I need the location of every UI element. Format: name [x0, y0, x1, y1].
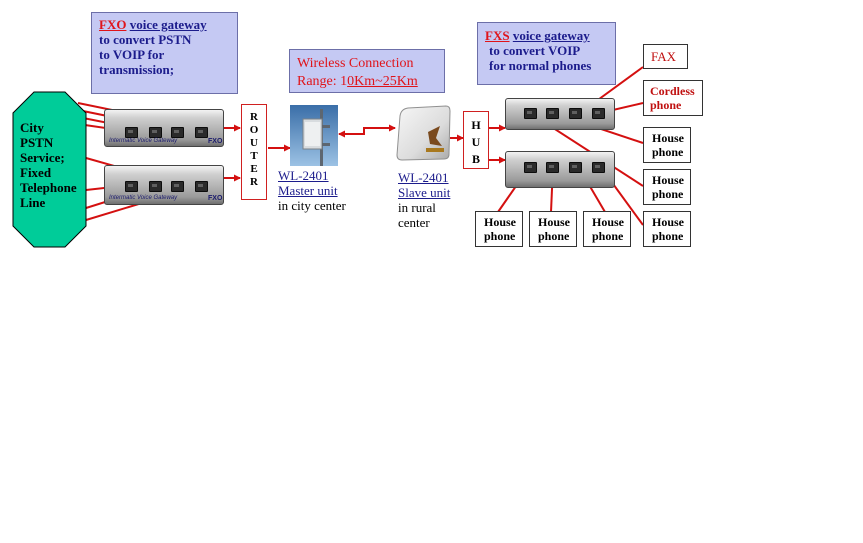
wireless-range-prefix: Range: 1 [297, 74, 348, 89]
wireless-range-value: 0Km~25Km [347, 74, 418, 89]
pstn-label-line: Telephone [20, 180, 77, 195]
house-phone-label: phone [538, 229, 570, 243]
slave-unit-location: in rural [398, 200, 436, 215]
house-phone-endpoint: House phone [643, 211, 691, 247]
fxo-gateway-device: Intermatic Voice Gateway FXO [104, 165, 224, 205]
phone-port [569, 108, 582, 119]
router-letter: E [250, 163, 258, 175]
wireless-range: Range: 10Km~25Km [297, 73, 444, 91]
cordless-phone-endpoint: Cordless phone [643, 80, 703, 116]
master-unit-label: WL-2401 Master unit in city center [278, 168, 346, 213]
master-unit-image [290, 105, 338, 166]
fxs-type-label: FXS [485, 28, 510, 43]
pstn-label-line: Fixed [20, 165, 52, 180]
slave-unit-role: Slave unit [398, 185, 451, 200]
pstn-label-line: Line [20, 195, 46, 210]
router: R O U T E R [241, 104, 267, 200]
wireless-link [338, 124, 396, 138]
house-phone-endpoint: House phone [643, 169, 691, 205]
hub-letter: H [471, 118, 481, 132]
house-phone-label: phone [652, 229, 684, 243]
master-unit-role: Master unit [278, 183, 338, 198]
cordless-label-line: Cordless [650, 84, 695, 98]
pstn-label-line: PSTN [20, 135, 54, 150]
phone-port [546, 108, 559, 119]
phone-port [592, 162, 605, 173]
phone-port [546, 162, 559, 173]
router-letter: R [250, 176, 258, 188]
master-unit-model: WL-2401 [278, 168, 329, 183]
hub-letter: B [471, 152, 480, 166]
slave-unit-image [396, 104, 452, 161]
fax-endpoint: FAX [643, 44, 688, 69]
antenna-icon [290, 105, 338, 166]
slave-unit-label: WL-2401 Slave unit in rural center [398, 170, 450, 230]
device-brand: Intermatic Voice Gateway [109, 138, 178, 144]
house-phone-endpoint: House phone [529, 211, 577, 247]
fxo-gateway-box: FXO voice gateway to convert PSTN to VOI… [91, 12, 238, 94]
fxo-type-label: FXO [99, 17, 127, 32]
house-phone-label: House [652, 173, 685, 187]
panel-antenna-icon [396, 105, 451, 161]
pstn-service-node: City PSTN Service; Fixed Telephone Line [12, 91, 87, 248]
fxo-line: to convert PSTN [99, 32, 192, 47]
phone-port [524, 108, 537, 119]
router-letter: T [250, 150, 258, 162]
phone-port [171, 127, 184, 138]
phone-port [125, 181, 138, 192]
house-phone-label: House [484, 215, 517, 229]
house-phone-label: phone [652, 145, 684, 159]
fxs-name-label: voice gateway [512, 28, 590, 43]
phone-port [592, 108, 605, 119]
router-letter: O [249, 124, 259, 136]
phone-port [149, 181, 162, 192]
slave-unit-location: center [398, 215, 430, 230]
fxs-line: for normal phones [489, 58, 592, 73]
fxo-line: to VOIP for [99, 47, 165, 62]
router-letter: R [250, 111, 258, 123]
master-unit-location: in city center [278, 198, 346, 213]
house-phone-endpoint: House phone [583, 211, 631, 247]
wireless-title: Wireless Connection [297, 56, 414, 71]
hub-letter: U [471, 135, 481, 149]
device-tag: FXO [208, 195, 223, 202]
fxo-name-label: voice gateway [129, 17, 207, 32]
phone-port [195, 127, 208, 138]
slave-unit-model: WL-2401 [398, 170, 449, 185]
house-phone-label: House [652, 131, 685, 145]
phone-port [569, 162, 582, 173]
phone-port [125, 127, 138, 138]
fxo-line: transmission; [99, 62, 175, 77]
house-phone-label: House [592, 215, 625, 229]
router-letter: U [250, 137, 258, 149]
fax-label: FAX [651, 49, 677, 64]
device-tag: FXO [208, 138, 223, 145]
house-phone-endpoint: House phone [475, 211, 523, 247]
phone-port [195, 181, 208, 192]
house-phone-endpoint: House phone [643, 127, 691, 163]
house-phone-label: phone [484, 229, 516, 243]
house-phone-label: House [538, 215, 571, 229]
device-brand: Intermatic Voice Gateway [109, 195, 178, 201]
phone-port [171, 181, 184, 192]
fxs-gateway-device [505, 151, 615, 188]
wireless-note-box: Wireless Connection Range: 10Km~25Km [289, 49, 445, 93]
cordless-label-line: phone [650, 98, 682, 112]
house-phone-label: phone [592, 229, 624, 243]
phone-port [524, 162, 537, 173]
fxs-gateway-box: FXS voice gateway to convert VOIP for no… [477, 22, 616, 85]
house-phone-label: phone [652, 187, 684, 201]
house-phone-label: House [652, 215, 685, 229]
pstn-label-line: Service; [20, 150, 65, 165]
hub: H U B [463, 111, 489, 169]
fxo-gateway-device: Intermatic Voice Gateway FXO [104, 109, 224, 147]
octagon-shape [12, 91, 87, 248]
fxs-gateway-device [505, 98, 615, 130]
pstn-label: City PSTN Service; Fixed Telephone Line [20, 120, 77, 210]
pstn-label-line: City [20, 120, 44, 135]
fxs-line: to convert VOIP [489, 43, 581, 58]
phone-port [149, 127, 162, 138]
